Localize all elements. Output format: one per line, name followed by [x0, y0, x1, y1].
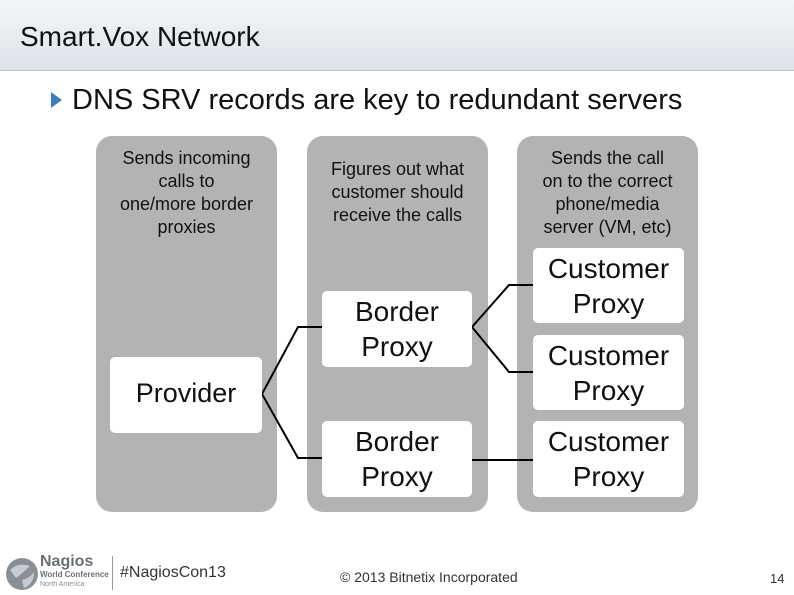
logo-subtitle: World Conference [40, 570, 109, 579]
border-proxy-line1: Border [354, 296, 440, 327]
caption-column-2: Figures out what customer should receive… [311, 158, 484, 227]
provider-box: Provider [110, 357, 262, 433]
connector-provider-to-border-2 [261, 393, 322, 459]
subtitle: DNS SRV records are key to redundant ser… [72, 84, 683, 116]
border-proxy-line1: Border [354, 426, 440, 457]
footer-divider [112, 556, 113, 590]
page-number: 14 [770, 571, 785, 586]
caption-line: one/more border [119, 194, 254, 214]
caption-line: server (VM, etc) [543, 217, 672, 237]
slide-title: Smart.Vox Network [20, 21, 260, 52]
caption-column-3: Sends the call on to the correct phone/m… [521, 147, 694, 239]
caption-line: Figures out what [330, 159, 465, 179]
caption-line: receive the calls [332, 205, 463, 225]
border-proxy-line2: Proxy [361, 331, 433, 362]
caption-line: on to the correct [542, 171, 673, 191]
column-provider [96, 136, 277, 512]
connector-border-1-to-customer-1 [471, 284, 533, 328]
customer-proxy-box: Customer Proxy [533, 421, 684, 497]
customer-proxy-line2: Proxy [572, 374, 645, 406]
connector-provider-to-border-1 [261, 326, 322, 395]
caption-column-1: Sends incoming calls to one/more border … [100, 147, 273, 239]
border-proxy-box: Border Proxy [322, 291, 472, 367]
border-proxy-line2: Proxy [361, 461, 433, 492]
provider-label: Provider [135, 378, 237, 408]
customer-proxy-line1: Customer [547, 426, 670, 457]
caption-line: customer should [331, 182, 464, 202]
logo-subtitle: North America [40, 581, 85, 588]
caption-line: phone/media [555, 194, 660, 214]
customer-proxy-line2: Proxy [572, 287, 645, 319]
caption-line: calls to [158, 171, 215, 191]
customer-proxy-box: Customer Proxy [533, 248, 684, 323]
customer-proxy-line2: Proxy [572, 461, 645, 492]
hashtag: #NagiosCon13 [120, 564, 226, 581]
bullet-arrow-icon [51, 92, 62, 108]
slide-header: Smart.Vox Network [0, 0, 794, 71]
connector-border-1-to-customer-2 [471, 326, 533, 373]
globe-icon [6, 558, 38, 590]
customer-proxy-line1: Customer [547, 339, 670, 371]
caption-line: Sends incoming [122, 148, 251, 168]
caption-line: Sends the call [550, 148, 665, 168]
caption-line: proxies [157, 217, 216, 237]
logo-name: Nagios [40, 553, 94, 570]
copyright: © 2013 Bitnetix Incorporated [340, 569, 518, 585]
customer-proxy-line1: Customer [547, 252, 670, 284]
customer-proxy-box: Customer Proxy [533, 335, 684, 410]
border-proxy-box: Border Proxy [322, 421, 472, 497]
